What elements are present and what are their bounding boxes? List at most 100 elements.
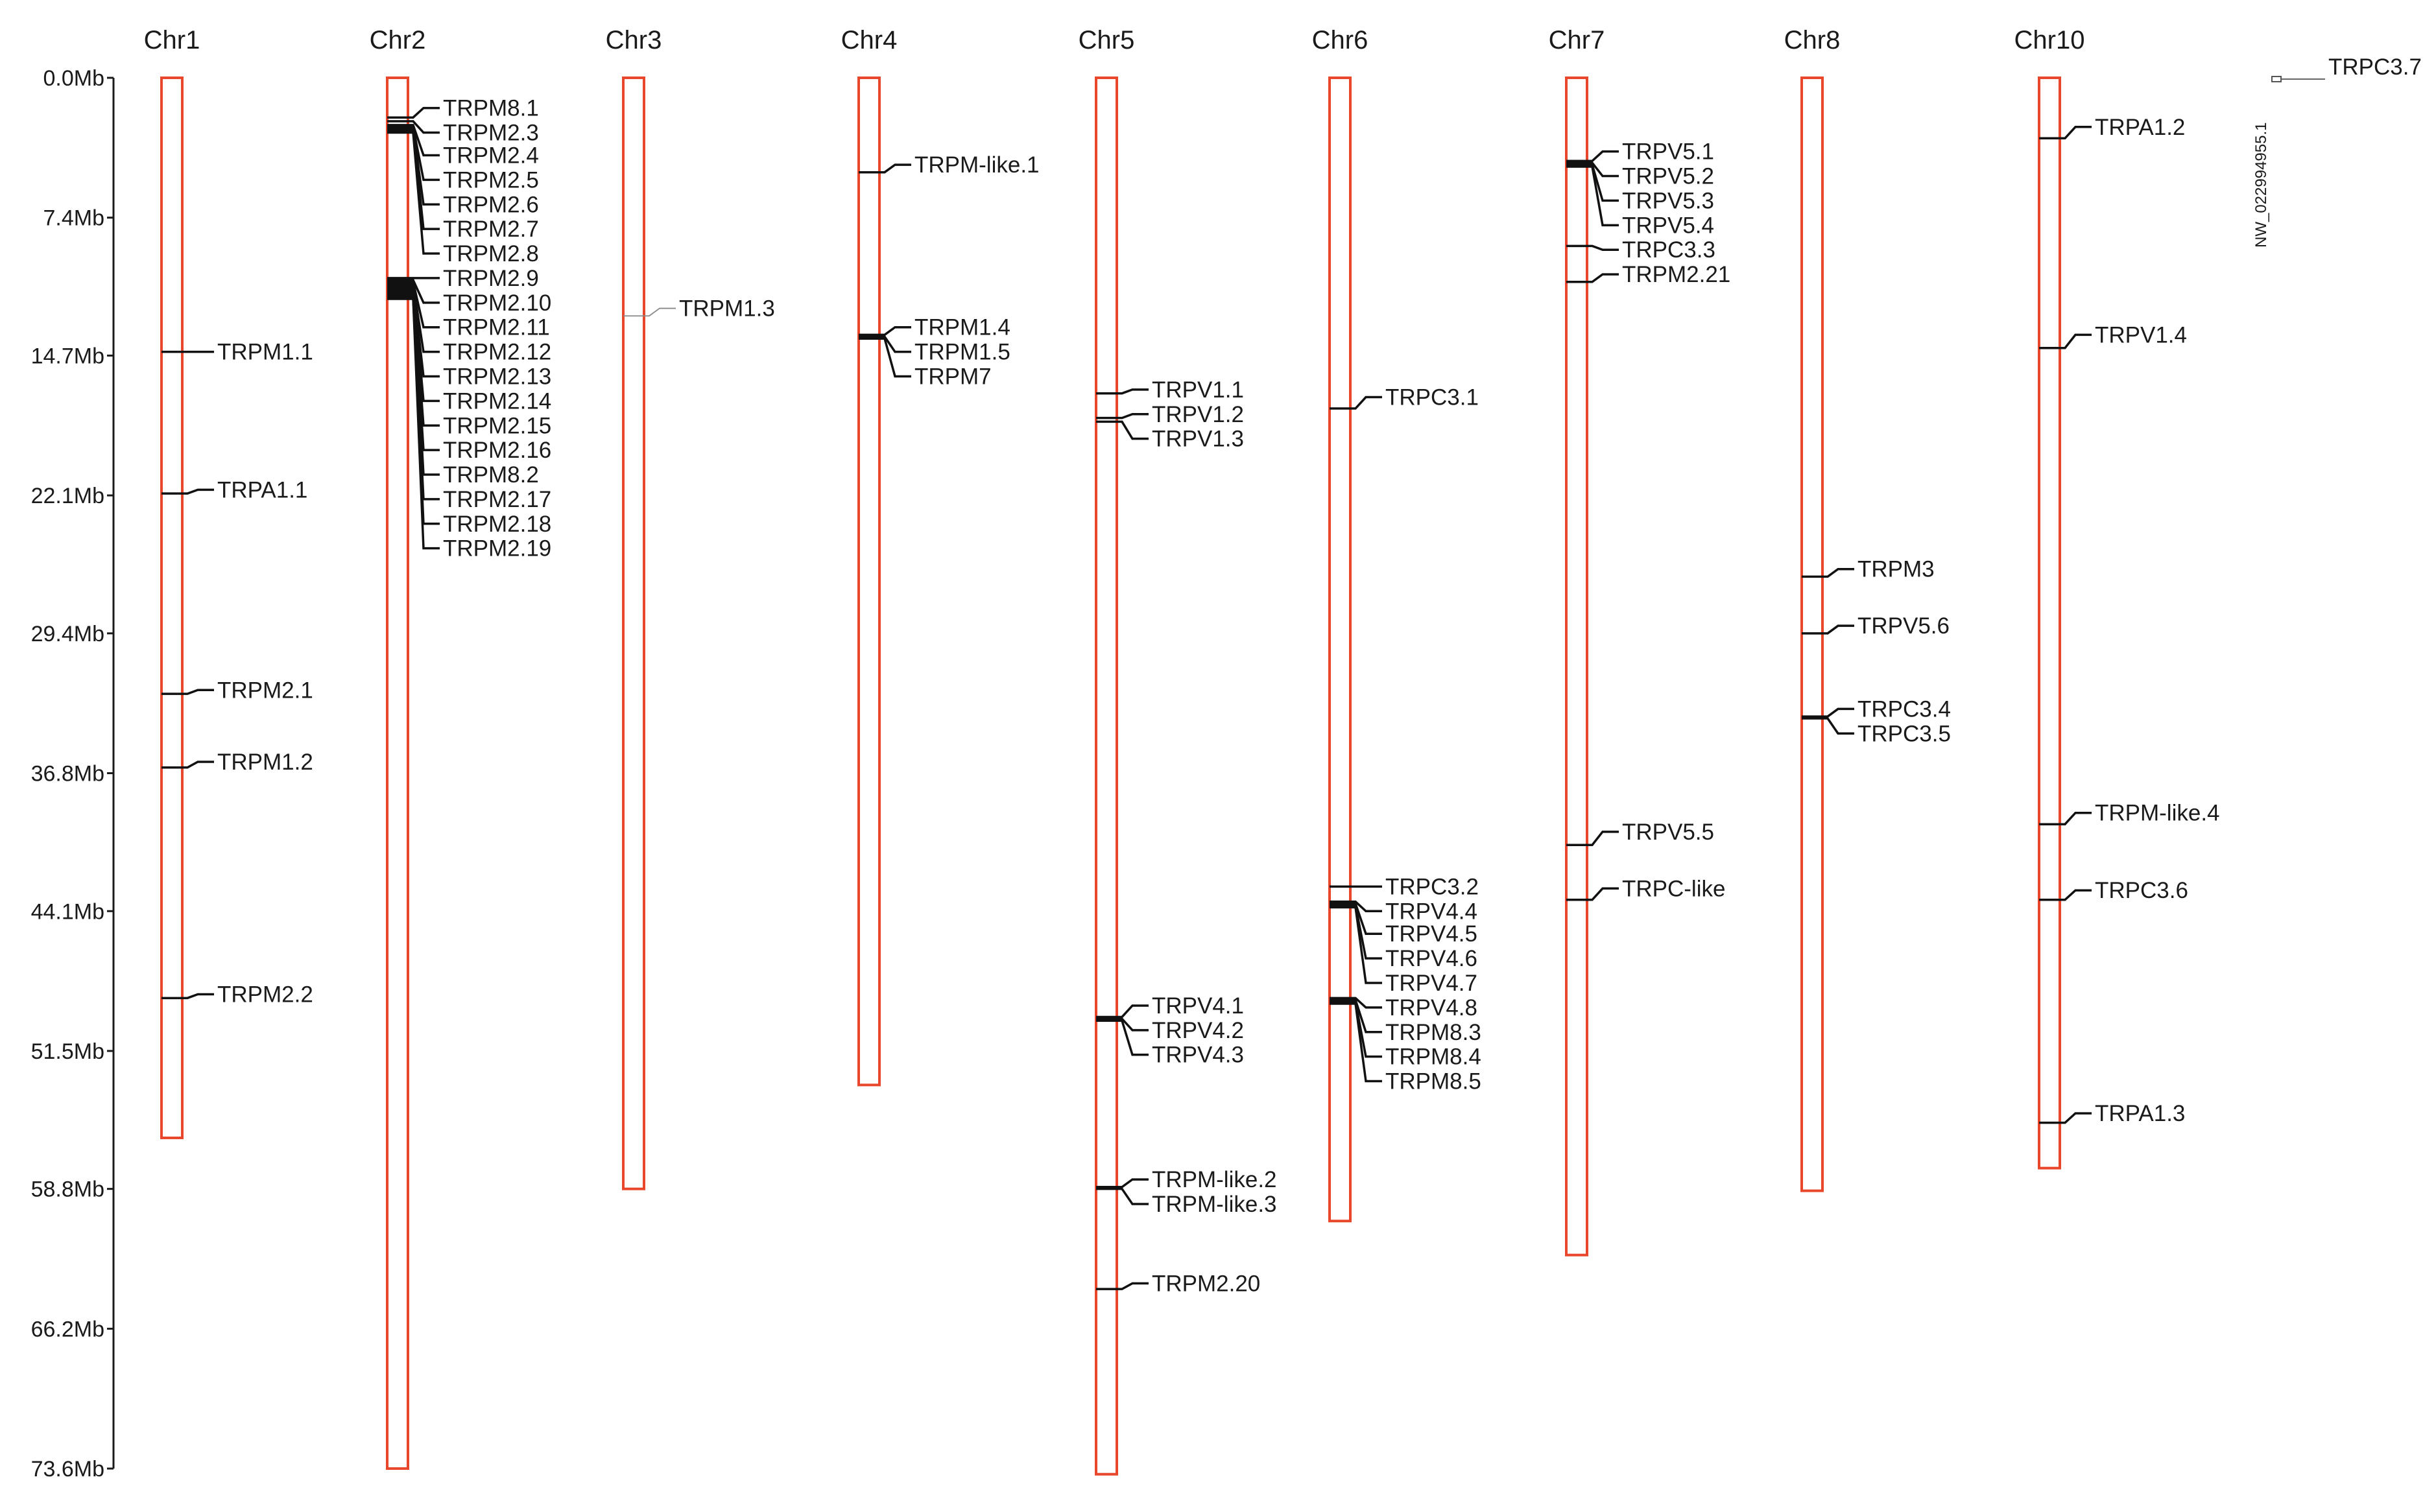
gene-label-trpm2-1: TRPM2.1: [217, 678, 313, 703]
gene-leader-trpm8-5: [1350, 1002, 1382, 1083]
chromosome-title-chr8: Chr8: [1784, 26, 1841, 54]
gene-label-trpc3-3: TRPC3.3: [1622, 237, 1715, 263]
gene-leader-trpm2-19: [408, 298, 440, 550]
gene-leader-trpm3: [1822, 567, 1854, 578]
gene-leader-trpm2-12: [408, 282, 440, 353]
gene-label-trpv1-2: TRPV1.2: [1152, 402, 1244, 427]
gene-leader-trpm2-13: [408, 284, 440, 378]
chromosome-bar-chr4: [857, 77, 881, 1087]
gene-label-trpm2-2: TRPM2.2: [217, 982, 313, 1007]
chromosome-bar-chr3: [622, 77, 645, 1190]
gene-leader-trpm2-4: [408, 124, 440, 157]
gene-leader-trpm1-3: [644, 307, 676, 317]
gene-leader-trpc3-4: [1822, 707, 1854, 718]
scale-tick-label: 58.8Mb: [31, 1177, 104, 1202]
scale-tick-label: 0.0Mb: [43, 66, 105, 91]
scale-tick-label: 22.1Mb: [31, 484, 104, 508]
chromosome-title-chr6: Chr6: [1312, 26, 1368, 54]
gene-leader-trpm1-5: [879, 335, 911, 353]
gene-leader-trpm7: [879, 337, 911, 378]
gene-leader-trpv5-6: [1822, 624, 1854, 635]
gene-label-trpc-like: TRPC-like: [1622, 876, 1725, 901]
scale-tick-label: 66.2Mb: [31, 1317, 104, 1341]
gene-leader-trpv4-3: [1117, 1019, 1149, 1056]
gene-label-trpv4-7: TRPV4.7: [1385, 971, 1477, 996]
gene-label-trpv5-6: TRPV5.6: [1857, 613, 1950, 639]
scale-tick-label: 36.8Mb: [31, 762, 104, 786]
gene-label-trpc3-1: TRPC3.1: [1385, 385, 1479, 410]
gene-leader-trpm-like-2: [1117, 1178, 1149, 1188]
gene-label-trpm3: TRPM3: [1857, 557, 1935, 582]
gene-label-trpm7: TRPM7: [914, 364, 992, 389]
gene-label-trpv1-3: TRPV1.3: [1152, 427, 1244, 452]
chromosome-bar-chr2: [386, 77, 409, 1470]
gene-label-trpm-like-4: TRPM-like.4: [2095, 801, 2220, 826]
gene-label-trpm2-19: TRPM2.19: [443, 536, 551, 561]
gene-leader-trpc-like: [1587, 887, 1619, 901]
gene-leader-trpv4-7: [1350, 906, 1382, 984]
gene-leader-trpv1-4: [2060, 333, 2092, 349]
gene-label-trpm2-3: TRPM2.3: [443, 121, 539, 146]
gene-label-trpm2-18: TRPM2.18: [443, 512, 551, 537]
gene-label-trpv1-4: TRPV1.4: [2095, 322, 2187, 348]
gene-label-trpc3-7: TRPC3.7: [2328, 54, 2422, 80]
gene-leader-trpv1-1: [1117, 388, 1149, 395]
chromosome-title-chr10: Chr10: [2014, 26, 2085, 54]
gene-leader-trpv5-5: [1587, 831, 1619, 846]
gene-label-trpm2-16: TRPM2.16: [443, 438, 551, 463]
gene-label-trpm2-6: TRPM2.6: [443, 192, 539, 217]
gene-label-trpm1-5: TRPM1.5: [914, 340, 1010, 365]
gene-leader-trpv5-3: [1587, 163, 1619, 202]
chromosome-title-chr1: Chr1: [144, 26, 200, 54]
gene-leader-trpm8-4: [1350, 1000, 1382, 1058]
gene-label-trpv5-2: TRPV5.2: [1622, 164, 1714, 189]
gene-label-trpm1-1: TRPM1.1: [217, 340, 313, 365]
gene-leader-trpm2-8: [408, 131, 440, 255]
gene-label-trpm2-8: TRPM2.8: [443, 241, 539, 266]
gene-label-trpm2-15: TRPM2.15: [443, 413, 551, 438]
gene-leader-trpm-like-3: [1117, 1187, 1149, 1205]
gene-leader-trpv5-1: [1587, 150, 1619, 162]
gene-leader-trpc3-3: [1587, 244, 1619, 251]
gene-leader-trpv5-4: [1587, 165, 1619, 227]
gene-label-trpm2-14: TRPM2.14: [443, 388, 551, 414]
scale-tick-label: 44.1Mb: [31, 899, 104, 924]
gene-leader-trpv1-2: [1117, 413, 1149, 419]
gene-label-trpm2-12: TRPM2.12: [443, 340, 551, 365]
gene-label-trpv4-1: TRPV4.1: [1152, 993, 1244, 1019]
gene-label-trpa1-2: TRPA1.2: [2095, 115, 2185, 140]
gene-label-trpv5-1: TRPV5.1: [1622, 139, 1714, 165]
gene-leader-trpc3-6: [2060, 889, 2092, 901]
gene-label-trpm2-13: TRPM2.13: [443, 364, 551, 389]
gene-leader-trpm2-5: [408, 126, 440, 182]
gene-label-trpm1-4: TRPM1.4: [914, 315, 1010, 340]
gene-label-trpc3-2: TRPC3.2: [1385, 874, 1479, 899]
gene-leader-trpm2-2: [182, 993, 214, 1000]
chromosome-bar-chr7: [1565, 77, 1588, 1257]
gene-leader-trpm8-3: [1350, 998, 1382, 1034]
gene-label-trpa1-1: TRPA1.1: [217, 477, 307, 502]
gene-leader-trpm-like-1: [879, 163, 911, 174]
gene-label-trpm2-10: TRPM2.10: [443, 290, 551, 316]
chromosome-title-chr4: Chr4: [841, 26, 898, 54]
gene-leader-trpm2-1: [182, 689, 214, 695]
chromosome-bar-chr10: [2038, 77, 2061, 1170]
gene-leader-trpc3-1: [1350, 396, 1382, 410]
gene-label-trpm2-9: TRPM2.9: [443, 266, 539, 291]
gene-label-trpm2-5: TRPM2.5: [443, 167, 539, 193]
gene-label-trpm2-21: TRPM2.21: [1622, 262, 1730, 287]
gene-leader-trpm1-4: [879, 325, 911, 337]
scaffold-bar: [2271, 76, 2282, 82]
gene-leader-trpm8-1: [408, 106, 440, 119]
gene-label-trpv5-5: TRPV5.5: [1622, 820, 1714, 845]
chromosome-title-chr5: Chr5: [1079, 26, 1135, 54]
gene-label-trpm8-5: TRPM8.5: [1385, 1069, 1481, 1094]
gene-leader-trpv1-3: [1117, 420, 1149, 440]
chromosome-title-chr2: Chr2: [370, 26, 426, 54]
gene-leader-trpa1-3: [2060, 1112, 2092, 1124]
gene-label-trpm8-4: TRPM8.4: [1385, 1045, 1481, 1070]
gene-label-trpm-like-1: TRPM-like.1: [914, 152, 1040, 178]
gene-label-trpm8-3: TRPM8.3: [1385, 1020, 1481, 1045]
gene-leader-trpv4-2: [1117, 1017, 1149, 1032]
